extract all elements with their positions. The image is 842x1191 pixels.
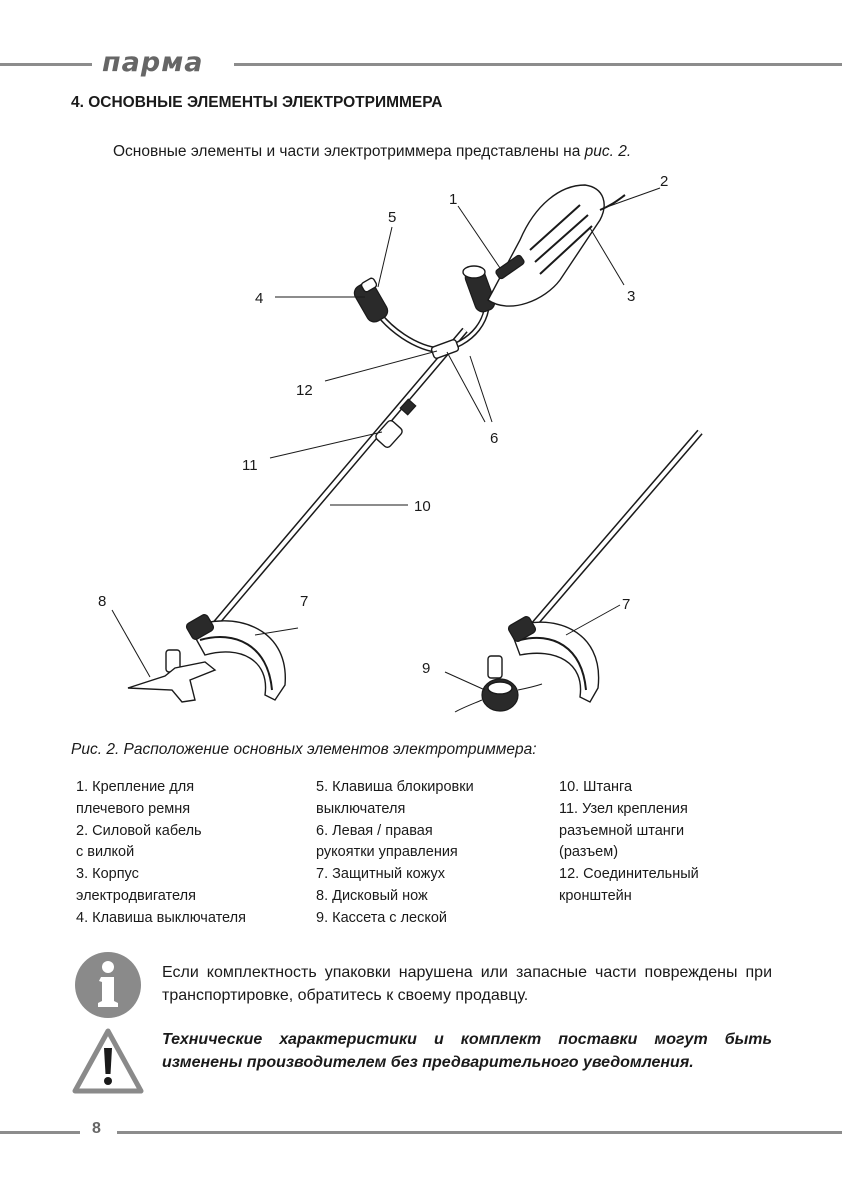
warning-note: Технические характеристики и комплект по… — [162, 1031, 772, 1071]
section-title: 4. ОСНОВНЫЕ ЭЛЕМЕНТЫ ЭЛЕКТРОТРИММЕРА — [71, 94, 443, 111]
motor-housing — [487, 184, 605, 307]
power-cable — [599, 194, 626, 211]
legend-line: 7. Защитный кожух — [316, 866, 445, 883]
callout-12: 12 — [296, 382, 313, 399]
callout-5: 5 — [388, 209, 396, 226]
legend-line: 8. Дисковый нож — [316, 887, 428, 904]
legend-line: кронштейн — [559, 887, 632, 904]
guard-main — [189, 620, 286, 701]
legend-line: 4. Клавиша выключателя — [76, 909, 246, 926]
callout-3: 3 — [627, 288, 635, 305]
legend-column-1: 1. Крепление для плечевого ремня 2. Сило… — [76, 777, 246, 930]
alt-trimmer — [454, 429, 703, 713]
legend-line: 10. Штанга — [559, 779, 633, 795]
callout-lines — [111, 187, 661, 691]
legend-line: выключателя — [316, 800, 406, 817]
intro-text: Основные элементы и части электротриммер… — [113, 143, 585, 160]
info-note: Если комплектность упаковки нарушена или… — [162, 964, 772, 1004]
brand-logo: парма — [102, 47, 204, 78]
callout-7a: 7 — [300, 593, 308, 610]
legend-line: (разъем) — [559, 844, 619, 861]
guard-alt — [509, 621, 600, 703]
legend-line: 6. Левая / правая — [316, 822, 433, 839]
trimmer-figure: 1 2 3 4 5 6 7 7 8 9 10 11 12 — [98, 173, 703, 713]
info-icon — [75, 952, 141, 1018]
figure-caption: Рис. 2. Расположение основных элементов … — [71, 741, 537, 758]
page-number: 8 — [92, 1120, 101, 1137]
legend-line: рукоятки управления — [316, 844, 458, 861]
connecting-bracket — [430, 339, 460, 359]
callout-10: 10 — [414, 498, 431, 515]
callout-4: 4 — [255, 290, 263, 307]
disc-blade — [127, 661, 217, 703]
callout-6: 6 — [490, 430, 498, 447]
legend-line: разъемной штанги — [559, 822, 685, 839]
legend-column-3: 10. Штанга 11. Узел крепления разъемной … — [559, 777, 699, 908]
callout-9: 9 — [422, 660, 430, 677]
shaft-joint — [375, 420, 403, 448]
header-rule-left — [0, 63, 92, 66]
callout-2: 2 — [660, 173, 668, 190]
callout-7b: 7 — [622, 596, 630, 613]
warning-icon — [72, 1028, 144, 1094]
legend-line: с вилкой — [76, 844, 135, 861]
callout-8: 8 — [98, 593, 106, 610]
legend-line: 3. Корпус — [76, 866, 139, 883]
callout-1: 1 — [449, 191, 457, 208]
legend-line: 5. Клавиша блокировки — [316, 779, 474, 795]
callout-labels: 1 2 3 4 5 6 7 7 8 9 10 11 12 — [98, 173, 668, 677]
footer-rule-left — [0, 1131, 80, 1134]
legend-column-2: 5. Клавиша блокировки выключателя 6. Лев… — [316, 777, 474, 930]
figure-reference: рис. 2. — [584, 143, 632, 160]
legend-line: 12. Соединительный — [559, 866, 699, 883]
footer-rule-right — [117, 1131, 842, 1134]
legend-line: 2. Силовой кабель — [76, 822, 202, 839]
legend-line: плечевого ремня — [76, 800, 191, 817]
legend-line: 9. Кассета с леской — [316, 909, 448, 926]
callout-11: 11 — [242, 457, 258, 474]
legend-line: 11. Узел крепления — [559, 800, 688, 817]
legend-line: 1. Крепление для — [76, 779, 195, 795]
legend-line: электродвигателя — [76, 887, 196, 904]
header-rule-right — [234, 63, 842, 66]
handle-loop — [367, 284, 491, 354]
intro-paragraph: Основные элементы и части электротриммер… — [113, 143, 631, 161]
main-trimmer — [127, 184, 626, 703]
